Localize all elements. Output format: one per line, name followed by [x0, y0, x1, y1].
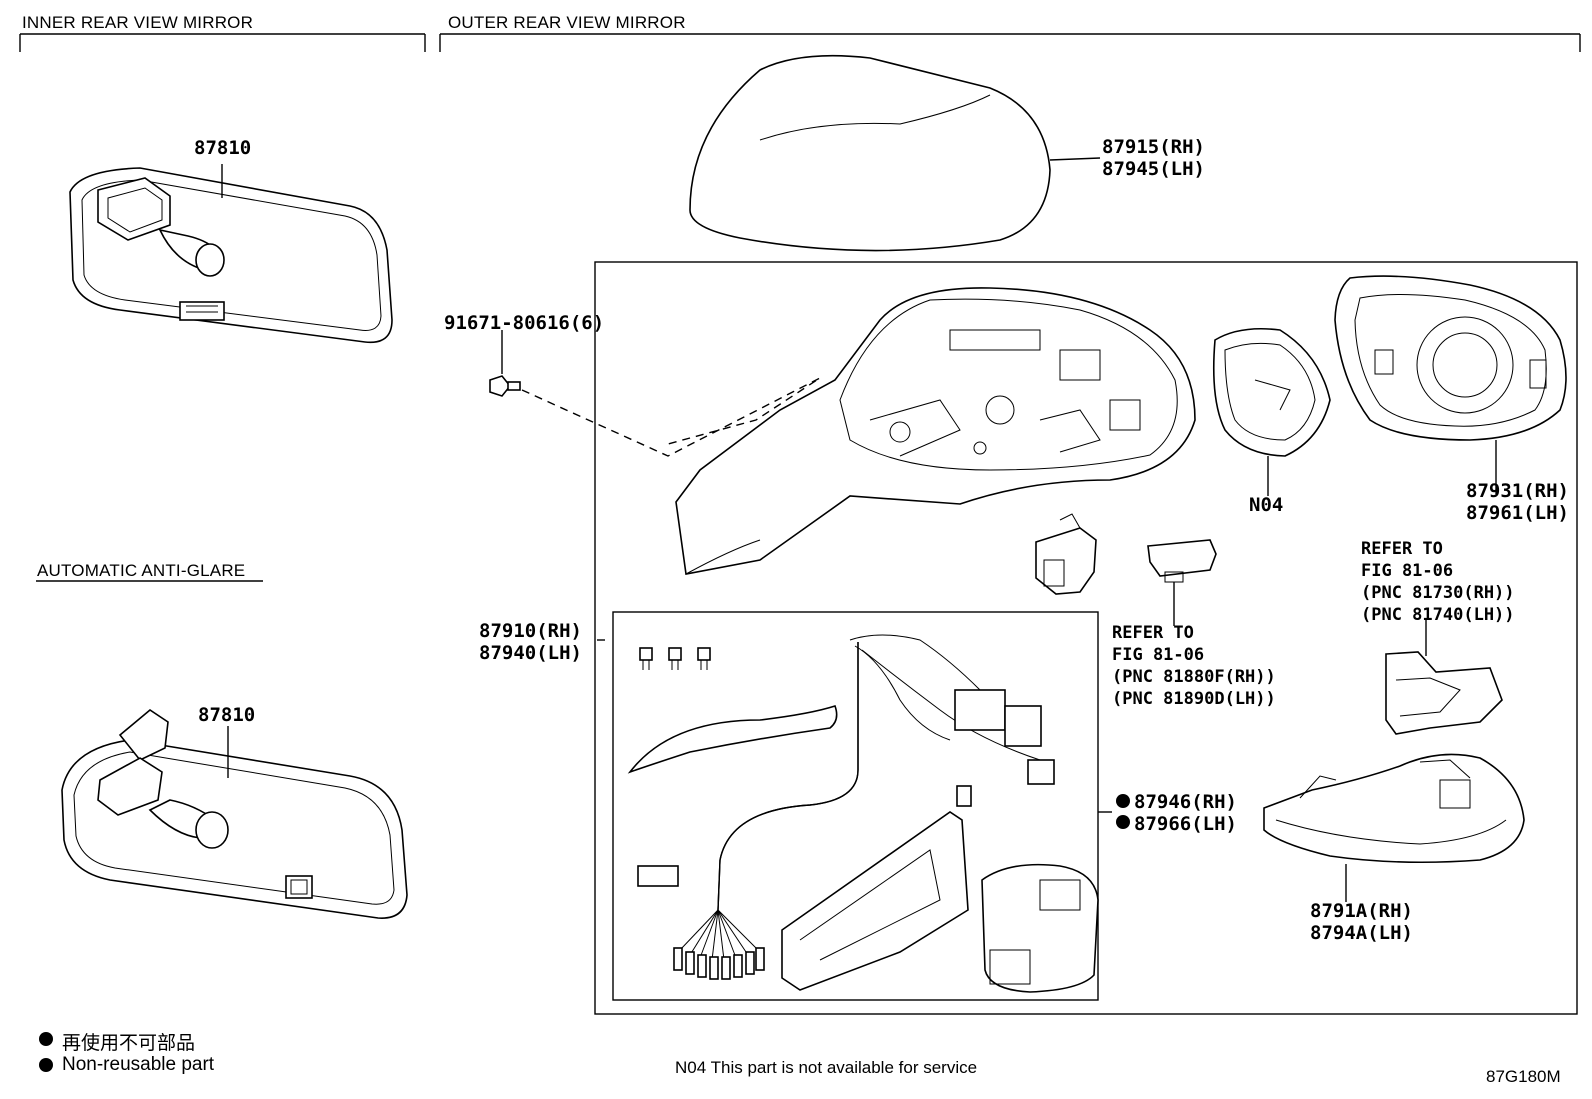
legend-jp-text: 再使用不可部品	[62, 1033, 196, 1054]
legend-bullet-en	[39, 1058, 53, 1072]
refer-block-2-line1: REFER TO	[1112, 623, 1194, 643]
turn-signal-lamp-drawing	[1263, 753, 1525, 864]
puddle-lamp-drawing	[1385, 651, 1503, 735]
n04-service-note: N04 This part is not available for servi…	[675, 1058, 978, 1077]
refer-block-2-line4: (PNC 81890D(LH))	[1112, 689, 1276, 709]
part-number-87810-top: 87810	[194, 137, 252, 159]
figure-code: 87G180M	[1486, 1067, 1561, 1086]
legend-en-text: Non-reusable part	[62, 1054, 215, 1075]
part-number-harness-lh: 87966(LH)	[1134, 813, 1237, 835]
mirror-body-drawing	[675, 287, 1196, 575]
kit-screw-1	[639, 647, 653, 670]
part-number-frame-lh: 87961(LH)	[1466, 502, 1569, 524]
sensor-bracket-drawing	[1147, 539, 1217, 583]
part-number-frame-rh: 87931(RH)	[1466, 480, 1569, 502]
bullet-harness-rh	[1116, 794, 1130, 808]
refer-block-2-line2: FIG 81-06	[1112, 645, 1205, 665]
part-number-screw: 91671-80616(6)	[444, 312, 605, 334]
outer-mirror-header: OUTER REAR VIEW MIRROR	[448, 13, 686, 32]
kit-terminals	[673, 909, 765, 980]
part-number-harness-rh: 87946(RH)	[1134, 791, 1237, 813]
kit-screw-3	[697, 647, 711, 670]
mirror-frame-drawing	[1334, 275, 1567, 441]
part-number-mirror-assy-lh: 87940(LH)	[479, 642, 582, 664]
part-number-87810-bottom: 87810	[198, 704, 256, 726]
harness-kit-drawing	[627, 634, 1099, 993]
actuator-n04-drawing	[1212, 327, 1331, 457]
inner-mirror-header: INNER REAR VIEW MIRROR	[22, 13, 254, 32]
kit-screw-2	[668, 647, 682, 670]
legend-bullet-jp	[39, 1032, 53, 1046]
anti-glare-header: AUTOMATIC ANTI-GLARE	[37, 561, 246, 580]
leader-cover	[1049, 157, 1101, 161]
outer-section-bracket	[439, 33, 1581, 52]
inner-mirror-drawing	[69, 167, 393, 344]
part-number-mirror-assy-rh: 87910(RH)	[479, 620, 582, 642]
refer-block-1-line2: FIG 81-06	[1361, 561, 1454, 581]
part-number-n04: N04	[1249, 494, 1284, 516]
screw-dashed-path	[521, 377, 821, 457]
part-number-lamp-lh: 8794A(LH)	[1310, 922, 1413, 944]
bullet-harness-lh	[1116, 815, 1130, 829]
refer-block-1-line3: (PNC 81730(RH))	[1361, 583, 1515, 603]
refer-block-1-line1: REFER TO	[1361, 539, 1443, 559]
part-number-cover-lh: 87945(LH)	[1102, 158, 1205, 180]
mirror-assembly-box	[594, 261, 1578, 1015]
screw-drawing	[489, 375, 521, 397]
refer-block-2-line3: (PNC 81880F(RH))	[1112, 667, 1276, 687]
refer-block-1-line4: (PNC 81740(LH))	[1361, 605, 1515, 625]
camera-bracket-drawing	[1035, 513, 1097, 595]
harness-kit-box	[612, 611, 1099, 1001]
anti-glare-mirror-drawing	[61, 709, 408, 919]
mirror-cover-drawing	[689, 54, 1051, 252]
inner-section-bracket	[19, 33, 426, 52]
part-number-lamp-rh: 8791A(RH)	[1310, 900, 1413, 922]
part-number-cover-rh: 87915(RH)	[1102, 136, 1205, 158]
